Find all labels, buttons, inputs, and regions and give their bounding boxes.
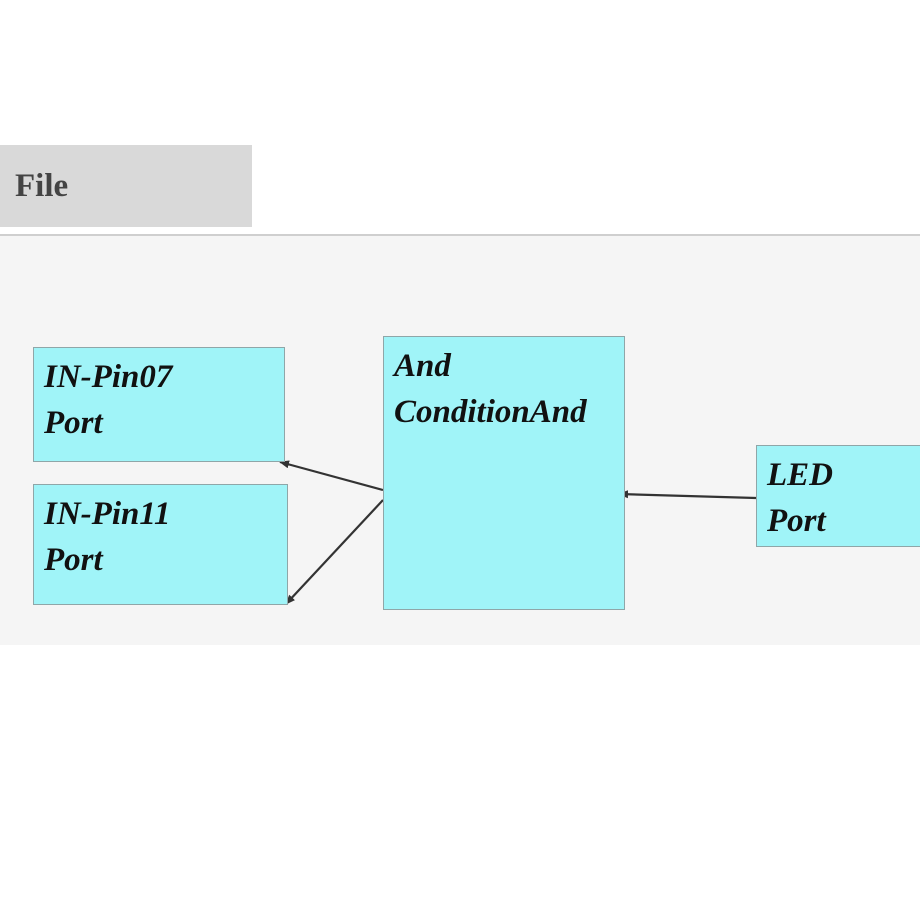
menu-bar: File — [0, 145, 920, 236]
node-in-pin07-type: Port — [44, 405, 103, 441]
node-in-pin11-name: IN-Pin11 — [44, 496, 171, 532]
node-led[interactable]: LED Port — [756, 445, 920, 547]
node-in-pin11-type: Port — [44, 542, 103, 578]
edge-and-to-in-pin07[interactable] — [279, 460, 384, 492]
node-in-pin11[interactable]: IN-Pin11 Port — [33, 484, 288, 605]
file-menu[interactable]: File — [0, 145, 252, 227]
node-led-type: Port — [767, 503, 826, 539]
node-in-pin07-name: IN-Pin07 — [44, 359, 173, 395]
node-and-type: ConditionAnd — [394, 394, 587, 430]
node-led-name: LED — [767, 457, 833, 493]
diagram-canvas[interactable]: IN-Pin07 Port IN-Pin11 Port And Conditio… — [0, 236, 920, 645]
node-and-condition[interactable]: And ConditionAnd — [383, 336, 625, 610]
node-in-pin07[interactable]: IN-Pin07 Port — [33, 347, 285, 462]
node-and-name: And — [394, 348, 451, 384]
edge-and-to-in-pin11[interactable] — [285, 499, 384, 605]
edge-led-to-and[interactable] — [618, 490, 757, 500]
